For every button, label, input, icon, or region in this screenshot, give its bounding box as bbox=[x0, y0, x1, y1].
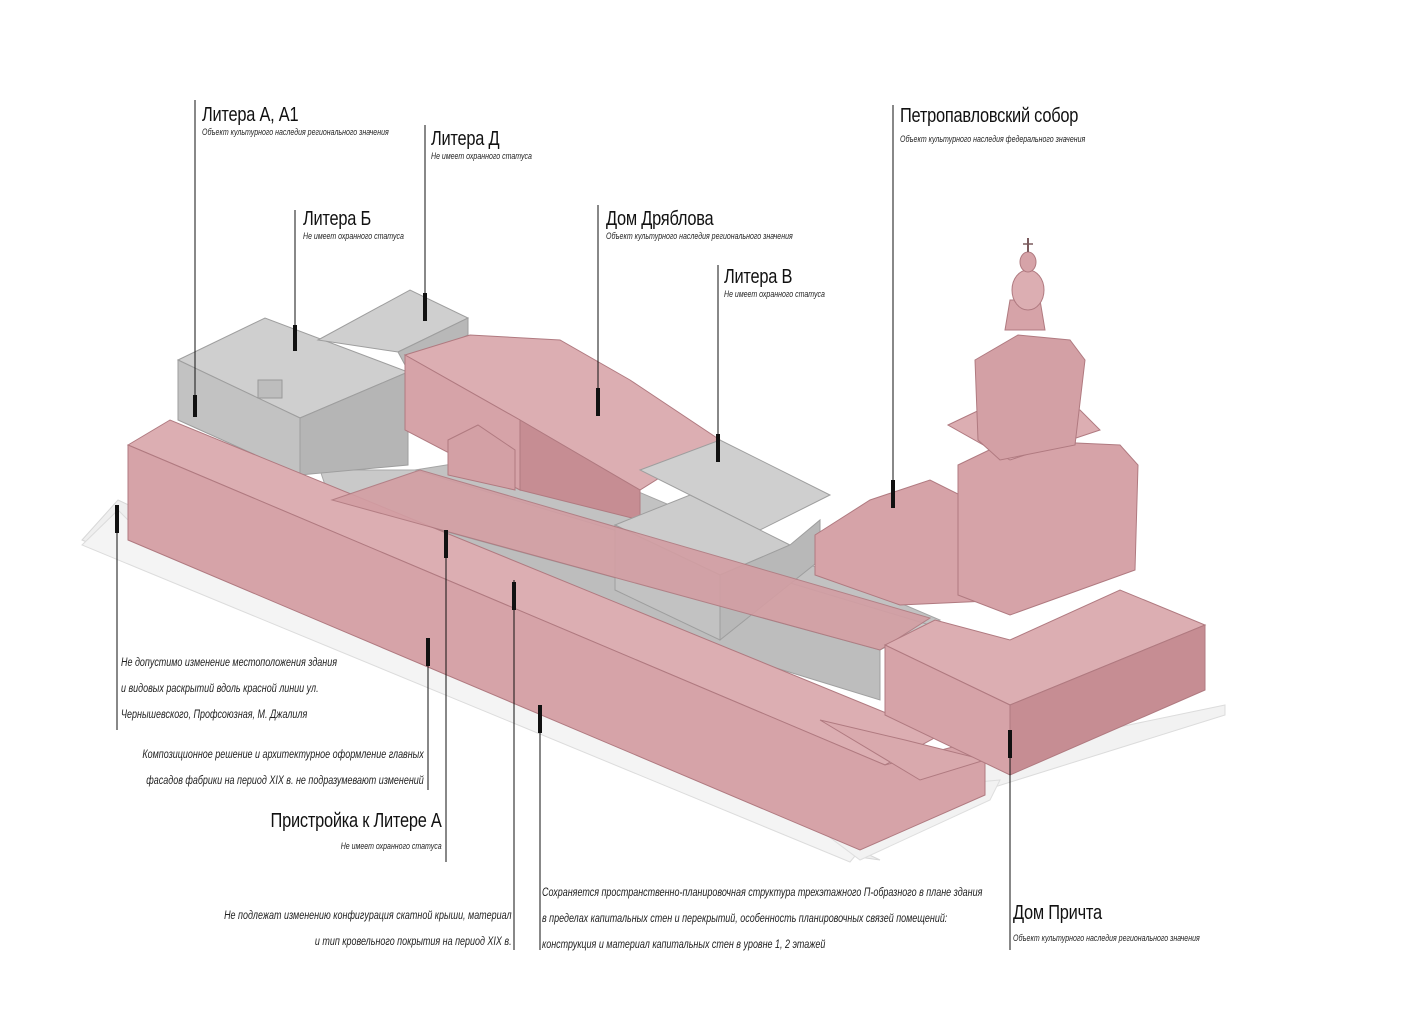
note-structure: Сохраняется пространственно-планировочна… bbox=[542, 880, 982, 958]
label-litera-d-status: Не имеет охранного статуса bbox=[431, 151, 532, 161]
label-litera-d-title: Литера Д bbox=[431, 128, 500, 150]
label-litera-a-title: Литера А, А1 bbox=[202, 104, 299, 126]
litera-b-building bbox=[176, 317, 410, 476]
label-pristroyka-status: Не имеет охранного статуса bbox=[341, 841, 442, 851]
note-roof-2: и тип кровельного покрытия на период XIX… bbox=[315, 936, 512, 948]
label-dom-prichta-status: Объект культурного наследия региональног… bbox=[1013, 933, 1200, 943]
label-sobor-title: Петропавловский собор bbox=[900, 105, 1079, 127]
note-red-line: Не допустимо изменение местоположения зд… bbox=[121, 650, 337, 728]
note-roof-1: Не подлежат изменению конфигурация скатн… bbox=[224, 910, 512, 922]
leader-lines bbox=[116, 100, 1011, 950]
label-litera-b-status: Не имеет охранного статуса bbox=[303, 231, 404, 241]
note-red-line-2: и видовых раскрытий вдоль красной линии … bbox=[121, 683, 319, 695]
petropavlovsky-sobor bbox=[814, 238, 1139, 616]
label-litera-a: Литера А, А1 Объект культурного наследия… bbox=[202, 104, 441, 137]
note-structure-3: конструкция и материал капитальных стен … bbox=[542, 939, 826, 951]
note-red-line-3: Чернышевского, Профсоюзная, М. Джалиля bbox=[121, 709, 308, 721]
note-structure-1: Сохраняется пространственно-планировочна… bbox=[542, 887, 983, 899]
label-litera-v: Литера В Не имеет охранного статуса bbox=[724, 266, 853, 299]
label-dom-dryablova: Дом Дряблова Объект культурного наследия… bbox=[606, 208, 845, 241]
label-dom-dryablova-status: Объект культурного наследия региональног… bbox=[606, 231, 793, 241]
label-dom-prichta-title: Дом Причта bbox=[1013, 902, 1102, 924]
label-sobor: Петропавловский собор Объект культурного… bbox=[900, 105, 1138, 144]
label-sobor-status: Объект культурного наследия федерального… bbox=[900, 134, 1086, 144]
label-litera-a-status: Объект культурного наследия региональног… bbox=[202, 127, 389, 137]
note-facades-1: Композиционное решение и архитектурное о… bbox=[142, 749, 424, 761]
leader-markers bbox=[115, 293, 1012, 758]
note-facades: Композиционное решение и архитектурное о… bbox=[143, 742, 424, 794]
label-pristroyka: Пристройка к Литере А Не имеет охранного… bbox=[233, 810, 442, 851]
note-red-line-1: Не допустимо изменение местоположения зд… bbox=[121, 657, 337, 669]
label-litera-d: Литера Д Не имеет охранного статуса bbox=[431, 128, 560, 161]
label-litera-b: Литера Б Не имеет охранного статуса bbox=[303, 208, 432, 241]
litera-a1-wing bbox=[330, 469, 932, 651]
note-roof: Не подлежат изменению конфигурация скатн… bbox=[225, 903, 512, 955]
label-litera-v-status: Не имеет охранного статуса bbox=[724, 289, 825, 299]
note-facades-2: фасадов фабрики на период XIX в. не подр… bbox=[146, 775, 424, 787]
dom-prichta-building bbox=[883, 589, 1207, 776]
label-litera-b-title: Литера Б bbox=[303, 208, 371, 230]
label-dom-dryablova-title: Дом Дряблова bbox=[606, 208, 714, 230]
label-dom-prichta: Дом Причта Объект культурного наследия р… bbox=[1013, 902, 1252, 943]
note-structure-2: в пределах капитальных стен и перекрытий… bbox=[542, 913, 948, 925]
dom-dryablova-building bbox=[403, 334, 721, 521]
litera-a-building bbox=[126, 419, 987, 851]
label-litera-v-title: Литера В bbox=[724, 266, 793, 288]
label-pristroyka-title: Пристройка к Литере А bbox=[270, 810, 442, 832]
